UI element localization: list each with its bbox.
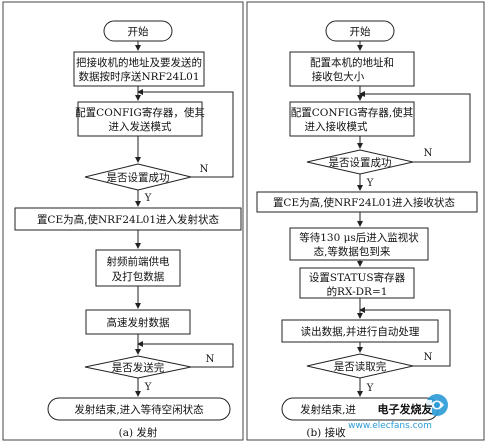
left-step5-label: 高速发射数据	[107, 316, 170, 329]
left-step3-box	[14, 207, 242, 231]
left-end-label: 发射结束,进入等待空闲状态	[74, 403, 204, 416]
left-yes2-label: Y	[144, 382, 152, 393]
left-step2-box	[77, 101, 203, 137]
left-panel-frame	[2, 1, 244, 441]
right-step2-line1: 配置CONFIG寄存器,使其	[291, 106, 414, 119]
left-no2-loop	[137, 341, 234, 368]
right-step6-label: 读出数据,并进行自动处理	[301, 325, 420, 338]
right-step3-box	[256, 191, 478, 213]
watermark-text-2: www.elecfans.com	[348, 421, 432, 431]
right-decision1-label: 是否设置成功	[329, 157, 392, 169]
left-step2-line1: 配置CONFIG寄存器，使其	[75, 106, 205, 119]
left-decision1-label: 是否设置成功	[107, 172, 170, 184]
right-step3-label: 置CE为高,使NRF24L01进入接收状态	[273, 196, 456, 209]
right-step2-line2: 进入接收模式	[305, 120, 368, 133]
left-caption: (a) 发射	[119, 426, 158, 439]
left-start-label: 开始	[128, 25, 149, 38]
right-no1-loop	[359, 91, 471, 163]
right-decision2-label: 是否读取完	[334, 360, 387, 373]
left-step4-line2: 及打包数据	[112, 270, 165, 283]
right-step1-line1: 配置本机的地址和	[310, 56, 394, 69]
right-yes2-label: Y	[366, 383, 374, 394]
right-no2-loop	[359, 307, 451, 367]
right-step2-box	[289, 101, 415, 137]
right-caption: (b) 接收	[306, 426, 346, 439]
right-no2-label: N	[424, 352, 433, 363]
right-step4-line2: 态,等数据包到来	[314, 245, 391, 258]
right-step4-line1: 等待130 μs后进入监视状	[299, 231, 419, 244]
right-panel-frame	[246, 1, 485, 441]
left-no1-label: N	[200, 164, 209, 175]
watermark-text-1: 电子发烧友	[378, 402, 433, 416]
left-decision2-label: 是否发送完	[112, 361, 165, 374]
right-step5-box	[299, 267, 415, 299]
right-step4-box	[289, 227, 429, 261]
left-end-terminal	[47, 397, 231, 421]
left-step1-box	[73, 51, 205, 87]
right-step1-box	[289, 51, 415, 87]
left-step2-line2: 进入发送模式	[109, 120, 172, 133]
left-step4-line1: 射频前端供电	[107, 255, 170, 268]
right-no1-label: N	[424, 148, 433, 159]
right-start-label: 开始	[350, 25, 371, 38]
left-yes1-label: Y	[144, 193, 152, 204]
right-step5-line2: 的RX-DR=1	[327, 285, 388, 298]
left-no1-loop	[137, 89, 234, 178]
watermark: 电子发烧友 www.elecfans.com	[348, 394, 448, 431]
right-step5-line1: 设置STATUS寄存器	[309, 271, 406, 284]
left-step3-label: 置CE为高,使NRF24L01进入发射状态	[37, 213, 220, 226]
left-step1-line1: 把接收机的地址及要发送的	[76, 56, 202, 69]
right-yes1-label: Y	[366, 178, 374, 189]
left-no2-label: N	[206, 354, 215, 365]
right-end-label: 发射结束,进	[300, 403, 356, 416]
left-step1-line2: 数据按时序送NRF24L01	[78, 70, 199, 83]
right-step1-line2: 接收包大小	[312, 70, 365, 83]
